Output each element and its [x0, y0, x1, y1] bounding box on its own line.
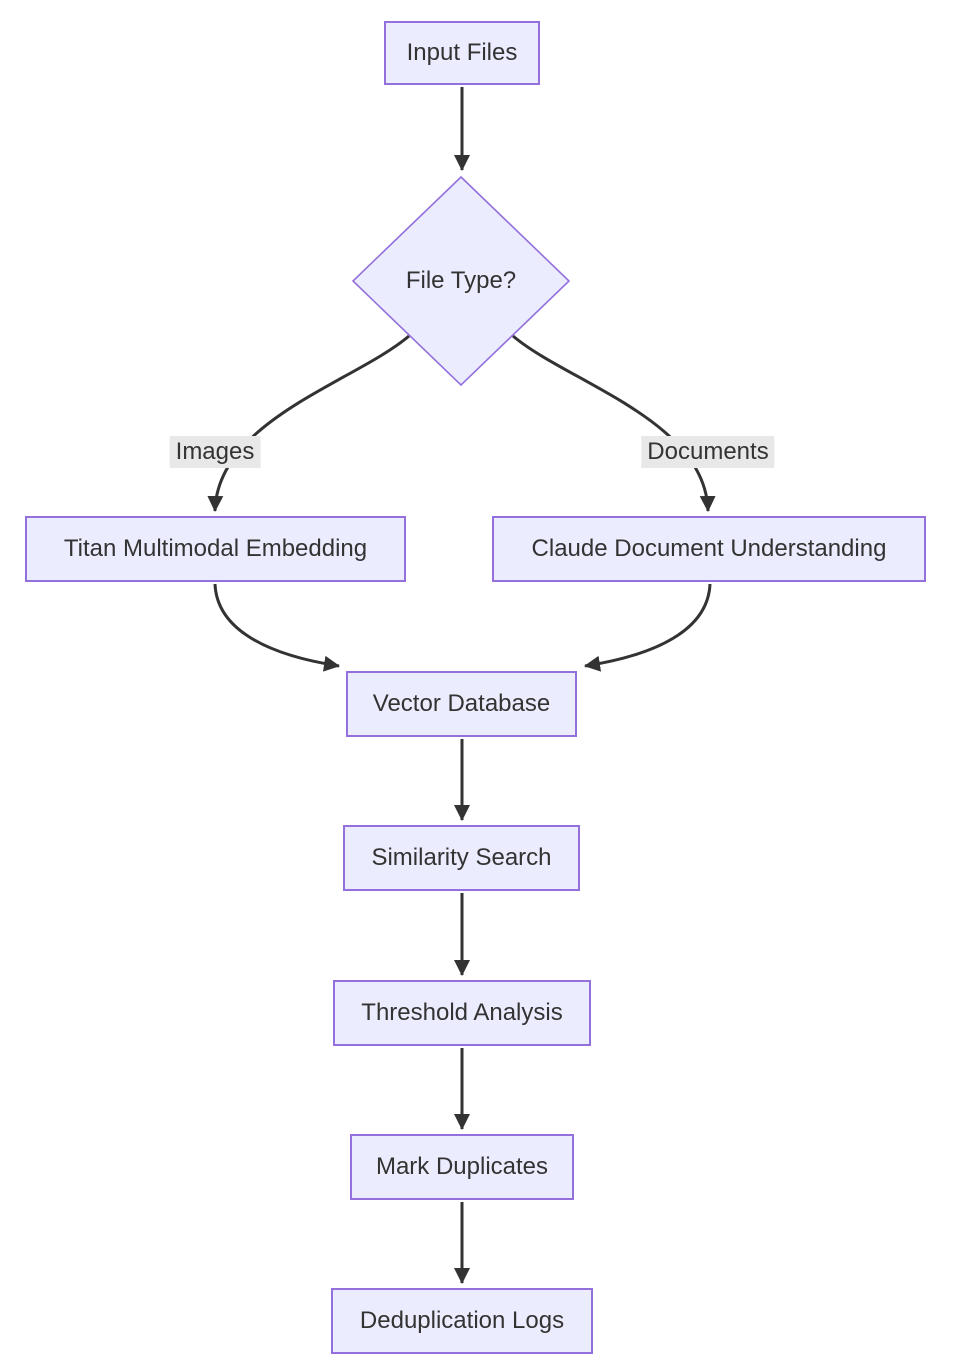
edge-label-documents: Documents — [641, 436, 775, 468]
edge-claude-to-vectordb — [584, 583, 712, 672]
node-similarity-search-label: Similarity Search — [371, 844, 552, 872]
node-vector-database-label: Vector Database — [372, 690, 551, 718]
node-vector-database: Vector Database — [346, 671, 577, 737]
node-deduplication-logs: Deduplication Logs — [331, 1288, 593, 1354]
node-titan-label: Titan Multimodal Embedding — [63, 535, 368, 563]
node-deduplication-logs-label: Deduplication Logs — [359, 1307, 565, 1335]
node-file-type-decision-shape — [351, 175, 571, 387]
node-mark-duplicates-label: Mark Duplicates — [375, 1153, 549, 1181]
edge-filetype-to-titan — [207, 334, 410, 512]
node-threshold-analysis: Threshold Analysis — [333, 980, 591, 1046]
node-titan-multimodal-embedding: Titan Multimodal Embedding — [25, 516, 406, 582]
node-claude-document-understanding: Claude Document Understanding — [492, 516, 926, 582]
node-input-files: Input Files — [384, 21, 540, 85]
edge-titan-to-vectordb — [213, 583, 340, 672]
node-threshold-analysis-label: Threshold Analysis — [361, 999, 563, 1027]
node-file-type-decision-label: File Type? — [405, 267, 517, 294]
node-claude-label: Claude Document Understanding — [531, 535, 887, 563]
node-mark-duplicates: Mark Duplicates — [350, 1134, 574, 1200]
node-input-files-label: Input Files — [406, 39, 518, 67]
edge-filetype-to-claude — [512, 334, 716, 512]
node-similarity-search: Similarity Search — [343, 825, 580, 891]
edge-label-images: Images — [169, 436, 261, 468]
